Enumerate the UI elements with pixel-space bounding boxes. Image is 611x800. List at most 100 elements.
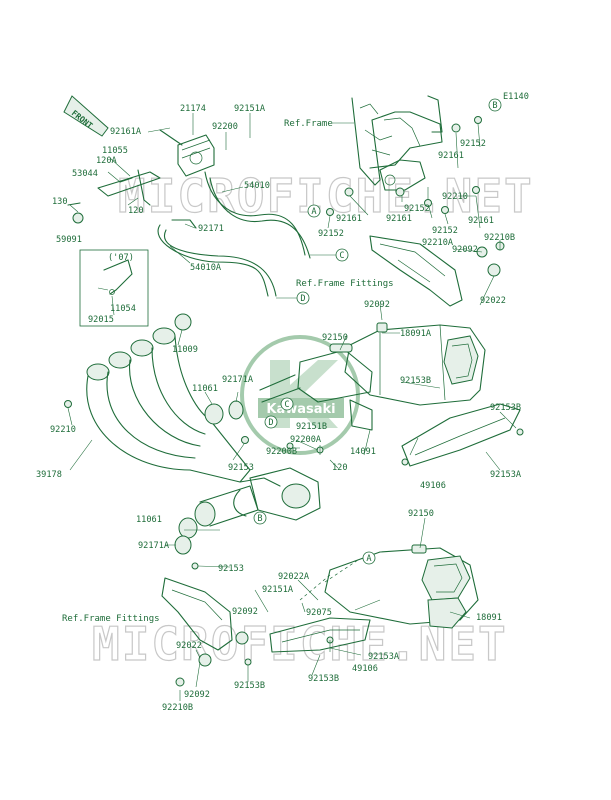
heat-shield-49106-lower bbox=[244, 617, 371, 666]
label-92210A: 92210A bbox=[422, 238, 454, 248]
label-92161A: 92161A bbox=[110, 127, 142, 137]
label-11055: 11055 bbox=[102, 146, 128, 156]
marker-b-top: B bbox=[488, 98, 502, 112]
svg-text:B: B bbox=[492, 101, 497, 111]
label-39178: 39178 bbox=[36, 470, 62, 480]
muffler-18091a bbox=[344, 322, 486, 406]
frame-section bbox=[351, 95, 443, 191]
marker-c-top: C bbox=[335, 248, 349, 262]
label-92161-a: 92161 bbox=[438, 151, 464, 161]
svg-text:C: C bbox=[284, 400, 289, 410]
logo-text: Kawasaki bbox=[266, 402, 335, 417]
label-130: 130 bbox=[52, 197, 68, 207]
label-92022-lower: 92022 bbox=[176, 641, 202, 651]
label-92092-upper: 92092 bbox=[364, 300, 390, 310]
heat-shield-49106-upper bbox=[401, 403, 524, 467]
cable-54010a bbox=[157, 224, 277, 297]
marker-d-top: D bbox=[296, 291, 310, 305]
svg-text:B: B bbox=[257, 514, 262, 524]
front-arrow-icon: FRONT bbox=[63, 95, 109, 137]
label-53044: 53044 bbox=[72, 169, 98, 179]
svg-text:A: A bbox=[366, 554, 372, 564]
label-92161-d: 92161 bbox=[468, 216, 494, 226]
label-92150-upper: 92150 bbox=[322, 333, 348, 343]
label-92153A-lower: 92153A bbox=[368, 652, 400, 662]
label-92092-lower: 92092 bbox=[232, 607, 258, 617]
svg-text:A: A bbox=[311, 207, 317, 217]
svg-text:D: D bbox=[268, 418, 273, 428]
collector-lower bbox=[194, 467, 321, 527]
label-92153-lower: 92153 bbox=[218, 564, 244, 574]
cable-54010 bbox=[204, 171, 311, 259]
label-92171: 92171 bbox=[198, 224, 224, 234]
label-92171A-upper: 92171A bbox=[222, 375, 254, 385]
label-11009: 11009 bbox=[172, 345, 198, 355]
bracket-92171 bbox=[171, 219, 197, 229]
label-92153B-upper: 92153B bbox=[400, 376, 431, 386]
marker-b-mid: B bbox=[253, 511, 267, 525]
svg-text:C: C bbox=[339, 251, 344, 261]
label-120-top: 120 bbox=[128, 206, 144, 216]
ref-frame-label: Ref.Frame bbox=[284, 119, 333, 129]
label-92022A: 92022A bbox=[278, 572, 310, 582]
label-18091: 18091 bbox=[476, 613, 502, 623]
label-92153B-lower-b: 92153B bbox=[308, 674, 339, 684]
label-92171A-lower: 92171A bbox=[138, 541, 170, 551]
sensor-wire bbox=[233, 489, 247, 517]
label-11054: 11054 bbox=[110, 304, 136, 314]
frame-fitting-lower bbox=[161, 577, 249, 687]
diagram-code: E1140 bbox=[503, 92, 529, 102]
ref-frame-fittings-lower: Ref.Frame Fittings bbox=[62, 614, 160, 624]
label-92150-lower: 92150 bbox=[408, 509, 434, 519]
label-11061-lower: 11061 bbox=[136, 515, 162, 525]
label-92200A: 92200A bbox=[290, 435, 322, 445]
label-49106-lower: 49106 bbox=[352, 664, 378, 674]
label-59091: 59091 bbox=[56, 235, 82, 245]
svg-text:D: D bbox=[300, 294, 305, 304]
label-14091: 14091 bbox=[350, 447, 376, 457]
label-92153-upper: 92153 bbox=[228, 463, 254, 473]
marker-a-bottom: A bbox=[362, 551, 376, 565]
label-92153B-right: 92153B bbox=[490, 403, 521, 413]
label-92210-frame: 92210 bbox=[442, 192, 468, 202]
label-92151-lower: 92151A bbox=[262, 585, 294, 595]
logo-watermark: Kawasaki bbox=[240, 335, 360, 455]
label-92152-b: 92152 bbox=[404, 204, 430, 214]
label-92151B: 92151B bbox=[296, 422, 327, 432]
label-54010A: 54010A bbox=[190, 263, 222, 273]
variant-label: ('07) bbox=[108, 253, 134, 263]
label-92200B: 92200B bbox=[266, 447, 297, 457]
marker-d-mid: D bbox=[264, 415, 278, 429]
label-92161-b: 92161 bbox=[336, 214, 362, 224]
variant-bracket-box: ('07) bbox=[79, 249, 149, 327]
ref-frame-fittings-upper: Ref.Frame Fittings bbox=[296, 279, 394, 289]
label-92022-upper: 92022 bbox=[480, 296, 506, 306]
marker-a-top: A bbox=[307, 204, 321, 218]
label-92153A-upper: 92153A bbox=[490, 470, 522, 480]
label-120A: 120A bbox=[96, 156, 118, 166]
label-92210B-bottom: 92210B bbox=[162, 703, 193, 713]
muffler-18091 bbox=[324, 544, 479, 629]
label-49106-upper: 49106 bbox=[420, 481, 446, 491]
label-92092-bottom: 92092 bbox=[184, 690, 210, 700]
label-92075: 92075 bbox=[306, 608, 332, 618]
label-92015: 92015 bbox=[88, 315, 114, 325]
label-92210: 92210 bbox=[50, 425, 76, 435]
marker-c-mid: C bbox=[280, 397, 294, 411]
gasket-clamp-icons bbox=[174, 400, 324, 570]
frame-fastener-icons bbox=[326, 116, 482, 216]
bolt-130-icon bbox=[67, 202, 84, 224]
label-92161-c: 92161 bbox=[386, 214, 412, 224]
label-120-mid: 120 bbox=[332, 463, 348, 473]
label-92200: 92200 bbox=[212, 122, 238, 132]
label-54010: 54010 bbox=[244, 181, 270, 191]
label-92151A-top: 92151A bbox=[234, 104, 266, 114]
label-92092-upper-right: 92092 bbox=[452, 245, 478, 255]
servo-motor-part bbox=[97, 129, 215, 206]
label-11061-upper: 11061 bbox=[192, 384, 218, 394]
label-92152-d: 92152 bbox=[318, 229, 344, 239]
label-92153B-lower-a: 92153B bbox=[234, 681, 265, 691]
label-92210B-upper: 92210B bbox=[484, 233, 515, 243]
